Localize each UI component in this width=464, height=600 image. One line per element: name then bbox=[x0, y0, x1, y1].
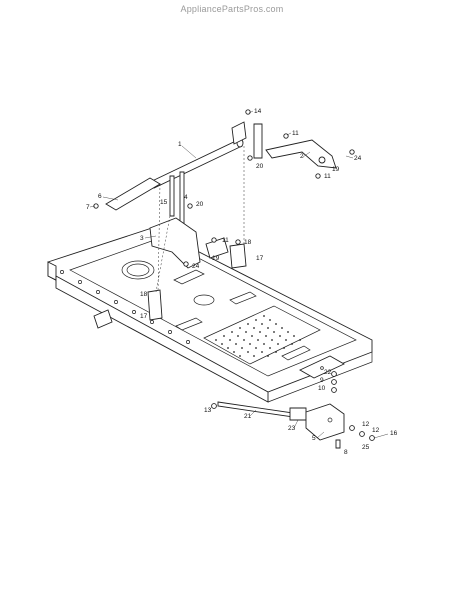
callout-9: 9 bbox=[320, 377, 324, 384]
callout-3: 3 bbox=[140, 235, 144, 242]
callout-21: 21 bbox=[244, 413, 252, 420]
watermark-text: AppliancePartsPros.com bbox=[180, 4, 284, 14]
callout-18: 18 bbox=[244, 239, 252, 246]
callout-6: 6 bbox=[98, 193, 102, 200]
callout-5: 5 bbox=[312, 435, 316, 442]
callout-1: 1 bbox=[178, 141, 182, 148]
callout-2: 2 bbox=[300, 153, 304, 160]
chassis-frame bbox=[47, 227, 373, 403]
callout-11: 11 bbox=[324, 173, 331, 180]
callout-14: 14 bbox=[254, 108, 262, 115]
callout-4: 4 bbox=[184, 194, 188, 201]
callout-17: 17 bbox=[256, 255, 264, 262]
perforated-plate bbox=[203, 305, 321, 365]
leader-lines bbox=[89, 110, 354, 439]
rail-holes bbox=[60, 270, 190, 344]
callout-25: 25 bbox=[362, 444, 370, 451]
callout-24: 24 bbox=[192, 263, 200, 270]
callout-19: 19 bbox=[212, 255, 220, 262]
callout-16: 16 bbox=[390, 430, 398, 437]
shift-linkage-assembly bbox=[105, 121, 337, 321]
callout-8: 8 bbox=[344, 449, 348, 456]
callout-24: 24 bbox=[354, 155, 362, 162]
callout-17: 17 bbox=[140, 313, 148, 320]
callout-11: 11 bbox=[222, 237, 229, 244]
callout-12: 12 bbox=[372, 427, 380, 434]
callout-10: 10 bbox=[318, 385, 326, 392]
callouts: 14 11 1 20 2 24 11 19 6 15 4 20 7 3 11 1… bbox=[86, 108, 398, 456]
fasteners bbox=[93, 109, 355, 267]
callout-18: 18 bbox=[140, 291, 148, 298]
callout-20: 20 bbox=[196, 201, 204, 208]
callout-13: 13 bbox=[204, 407, 212, 414]
callout-12: 12 bbox=[362, 421, 370, 428]
callout-11: 11 bbox=[292, 130, 299, 137]
callout-23: 23 bbox=[288, 425, 296, 432]
callout-20: 20 bbox=[256, 163, 264, 170]
callout-19: 19 bbox=[332, 166, 340, 173]
shift-rod-assembly bbox=[211, 371, 389, 449]
callout-7: 7 bbox=[86, 204, 90, 211]
callout-15: 15 bbox=[160, 199, 168, 206]
callout-22: 22 bbox=[324, 369, 332, 376]
